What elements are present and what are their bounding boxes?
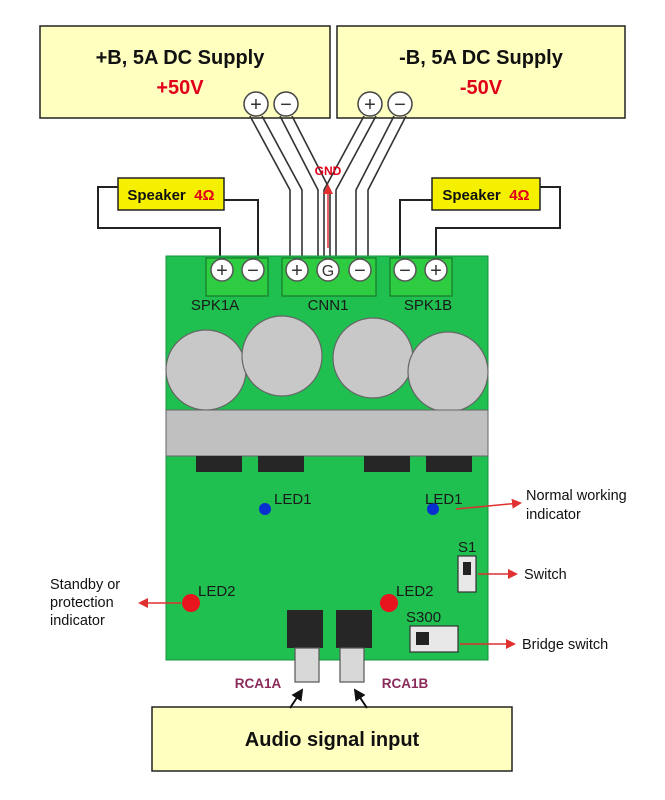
- gnd-label: GND: [315, 164, 342, 178]
- s300-switch: S300: [406, 609, 459, 653]
- capacitors: [165, 315, 489, 413]
- switch-annotation: Switch: [524, 567, 567, 583]
- normal-working-line1: Normal working: [526, 488, 627, 504]
- s300-label: S300: [406, 609, 441, 626]
- power-ics: [196, 456, 472, 472]
- speaker-left-label: Speaker: [127, 187, 186, 204]
- s1-switch: S1: [457, 539, 477, 593]
- negative-supply-terminals: + −: [357, 91, 413, 117]
- led2-right: LED2: [380, 583, 434, 612]
- positive-supply-plus: +: [250, 94, 262, 116]
- normal-working-arrow: [455, 498, 522, 510]
- negative-supply-box: -B, 5A DC Supply -50V: [336, 25, 626, 119]
- audio-input-box: Audio signal input: [151, 706, 513, 772]
- s1-label: S1: [458, 539, 476, 556]
- spk1b-minus: −: [399, 260, 411, 282]
- spk1b-label: SPK1B: [404, 297, 452, 314]
- svg-text:Speaker 4Ω: Speaker 4Ω: [127, 187, 214, 204]
- negative-supply-voltage: -50V: [460, 77, 503, 99]
- audio-arrow-a: [289, 688, 304, 709]
- positive-supply-title: +B, 5A DC Supply: [96, 47, 266, 69]
- rca1a-jack: [287, 610, 323, 683]
- spk1a-label: SPK1A: [191, 297, 239, 314]
- positive-supply-terminals: + −: [243, 91, 299, 117]
- cnn1-ground: G: [322, 263, 334, 280]
- rca1b-jack: [336, 610, 372, 683]
- spk1b-terminal-block: − +: [389, 257, 453, 297]
- spk1a-plus: +: [216, 260, 228, 282]
- spk1a-minus: −: [247, 260, 259, 282]
- positive-supply-minus: −: [280, 94, 292, 116]
- negative-supply-title: -B, 5A DC Supply: [399, 47, 564, 69]
- positive-supply-box: +B, 5A DC Supply +50V: [39, 25, 331, 119]
- audio-arrow-b: [353, 688, 368, 709]
- led2-right-label: LED2: [396, 583, 434, 600]
- cnn1-label: CNN1: [308, 297, 349, 314]
- speaker-left-impedance: 4Ω: [194, 187, 214, 204]
- standby-line1: Standby or: [50, 577, 120, 593]
- led1-left: LED1: [259, 491, 312, 515]
- cnn1-terminal-block: + G −: [281, 257, 377, 297]
- normal-working-line2: indicator: [526, 507, 581, 523]
- speaker-right-label: Speaker: [442, 187, 501, 204]
- negative-supply-plus: +: [364, 94, 376, 116]
- speaker-right-impedance: 4Ω: [509, 187, 529, 204]
- spk1b-plus: +: [430, 260, 442, 282]
- negative-supply-minus: −: [394, 94, 406, 116]
- spk1a-terminal-block: + −: [205, 257, 269, 297]
- led2-left: LED2: [182, 583, 236, 612]
- led1-right: LED1: [425, 491, 463, 515]
- bridge-switch-annotation: Bridge switch: [522, 637, 608, 653]
- audio-input-label: Audio signal input: [245, 729, 420, 751]
- speaker-right: Speaker 4Ω: [399, 177, 561, 262]
- rca1a-label: RCA1A: [235, 676, 282, 691]
- standby-line2: protection: [50, 595, 114, 611]
- cnn1-minus: −: [354, 260, 366, 282]
- led1-left-label: LED1: [274, 491, 312, 508]
- positive-supply-voltage: +50V: [156, 77, 204, 99]
- cnn1-plus: +: [291, 260, 303, 282]
- speaker-left: Speaker 4Ω: [97, 177, 259, 262]
- standby-line3: indicator: [50, 613, 105, 629]
- heatsink: [165, 409, 489, 457]
- rca1b-label: RCA1B: [382, 676, 429, 691]
- led1-right-label: LED1: [425, 491, 463, 508]
- svg-text:Speaker 4Ω: Speaker 4Ω: [442, 187, 529, 204]
- led2-left-label: LED2: [198, 583, 236, 600]
